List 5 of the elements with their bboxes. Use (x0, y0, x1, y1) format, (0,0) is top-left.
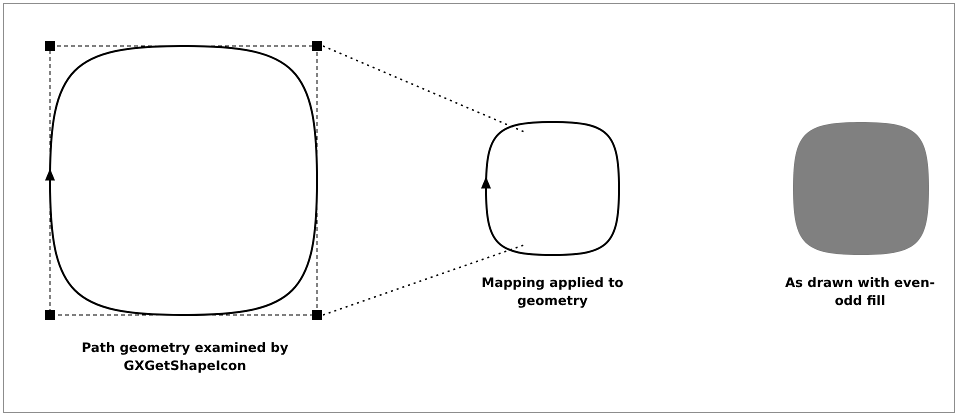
shape-caption: Path geometry examined by GXGetShapeIcon (80, 340, 290, 376)
shape-caption: As drawn with even-odd fill (784, 275, 936, 311)
projection-line (322, 244, 526, 316)
shape-caption: Mapping applied to geometry (480, 275, 624, 311)
projection-line (322, 45, 526, 134)
